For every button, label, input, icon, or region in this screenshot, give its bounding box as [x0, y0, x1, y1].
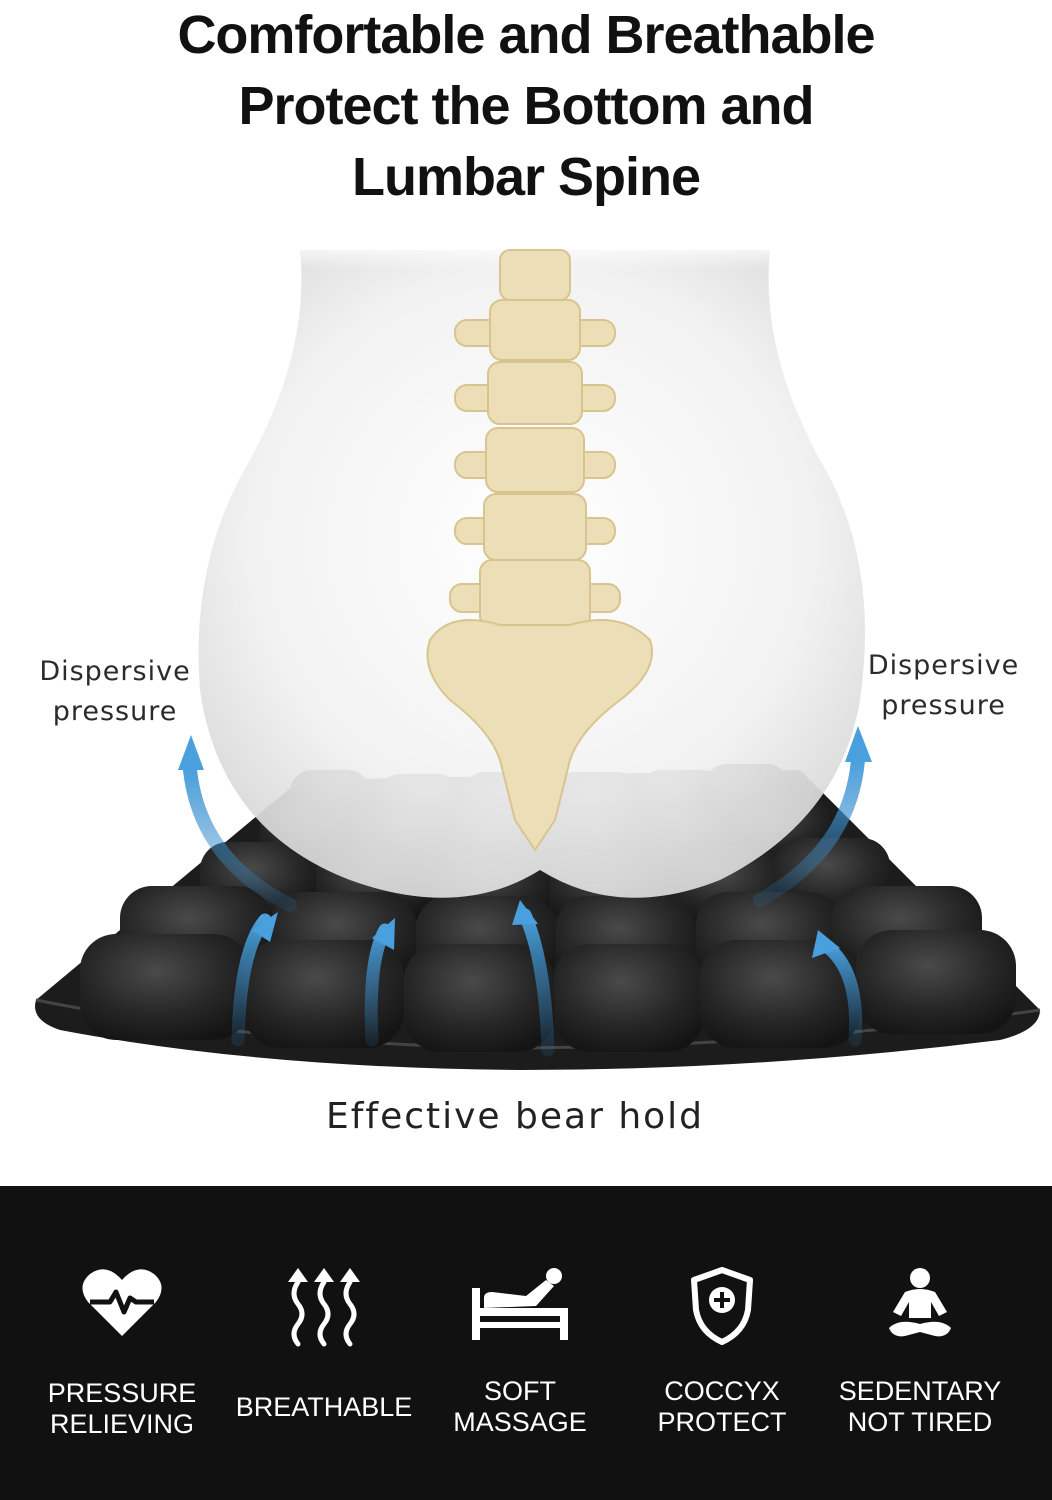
feature-soft-massage: SOFT MASSAGE [420, 1186, 620, 1500]
right-label-line-2: pressure [881, 690, 1006, 721]
feature-line-2: PROTECT [657, 1407, 787, 1437]
feature-label: SOFT MASSAGE [420, 1376, 620, 1438]
feature-pressure-relieving: PRESSURE RELIEVING [22, 1186, 222, 1500]
feature-coccyx-protect: COCCYX PROTECT [622, 1186, 822, 1500]
feature-sedentary-not-tired: SEDENTARY NOT TIRED [820, 1186, 1020, 1500]
sitting-person-icon [889, 1268, 951, 1337]
feature-line-1: BREATHABLE [235, 1392, 413, 1422]
feature-label: BREATHABLE [224, 1392, 424, 1423]
title-line-2: Protect the Bottom and [238, 76, 814, 136]
left-label-line-2: pressure [52, 696, 178, 727]
feature-label: SEDENTARY NOT TIRED [820, 1376, 1020, 1438]
left-pressure-label: Dispersive pressure [30, 652, 200, 732]
feature-line-2: RELIEVING [49, 1409, 195, 1439]
right-label-line-1: Dispersive [867, 650, 1020, 681]
shield-plus-icon [691, 1267, 753, 1345]
feature-breathable: BREATHABLE [224, 1186, 424, 1500]
product-illustration [35, 240, 1041, 1070]
features-band: PRESSURE RELIEVING BREATHABLE [0, 1186, 1052, 1500]
arrow-right-outer [753, 753, 865, 907]
feature-line-1: SOFT [484, 1376, 556, 1406]
feature-line-1: COCCYX [664, 1376, 780, 1406]
feature-line-1: PRESSURE [47, 1378, 197, 1408]
feature-line-1: SEDENTARY [838, 1376, 1002, 1406]
bottom-caption: Effective bear hold [325, 1096, 705, 1137]
lumbar-spine-icon [426, 249, 653, 852]
title-line-1: Comfortable and Breathable [177, 5, 875, 65]
left-label-line-1: Dispersive [39, 656, 191, 687]
arrow-up-3 [518, 908, 555, 1057]
title-line-3: Lumbar Spine [351, 147, 701, 207]
feature-line-2: MASSAGE [453, 1407, 587, 1437]
feature-label: COCCYX PROTECT [622, 1376, 822, 1438]
right-pressure-label: Dispersive pressure [856, 646, 1031, 726]
massage-bed-icon [472, 1268, 568, 1340]
feature-label: PRESSURE RELIEVING [22, 1378, 222, 1440]
pressure-arrows [178, 726, 872, 1057]
feature-line-2: NOT TIRED [847, 1407, 993, 1437]
breathable-arrows-icon [288, 1268, 360, 1347]
arrow-left-outer [183, 763, 297, 912]
heart-pulse-icon [82, 1269, 162, 1336]
page-title: Comfortable and Breathable Protect the B… [0, 0, 1052, 213]
